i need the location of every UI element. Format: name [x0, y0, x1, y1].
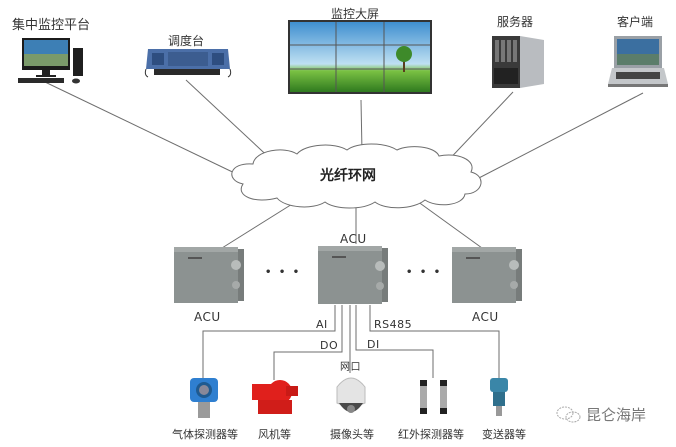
ir-detector-label: 红外探测器等 [398, 428, 464, 441]
acu-box-right [452, 247, 522, 303]
transmitter-icon [490, 378, 508, 416]
fiber-ring-label: 光纤环网 [320, 168, 376, 184]
acu-box-left [174, 247, 244, 303]
acu-label-right: ACU [472, 310, 499, 324]
wechat-logo-icon [556, 406, 581, 423]
camera-icon [336, 377, 366, 413]
desktop-computer-icon [18, 38, 83, 84]
dispatch-console-icon [144, 49, 232, 78]
ellipsis-right: • • • [406, 267, 443, 278]
dispatch-console-label: 调度台 [168, 34, 205, 48]
video-wall-icon [288, 20, 432, 94]
laptop-icon [608, 36, 668, 87]
fan-label: 风机等 [258, 428, 291, 441]
transmitter-label: 变送器等 [482, 428, 526, 441]
client-label: 客户端 [617, 15, 654, 29]
video-wall-label: 监控大屏 [331, 7, 380, 21]
watermark-text: 昆仑海岸 [586, 406, 647, 424]
camera-label: 摄像头等 [330, 428, 374, 441]
signal-ai-label: AI [316, 318, 328, 331]
signal-rs485-label: RS485 [374, 318, 413, 331]
acu-label-left: ACU [194, 310, 221, 324]
signal-do-label: DO [320, 339, 339, 352]
infrared-detector-icon [420, 380, 447, 414]
fire-pump-fan-icon [252, 380, 298, 414]
gas-detector-label: 气体探测器等 [172, 428, 238, 441]
server-label: 服务器 [497, 15, 534, 29]
server-icon [492, 36, 544, 88]
signal-di-label: DI [367, 338, 380, 351]
acu-label-center: ACU [340, 232, 367, 246]
ellipsis-left: • • • [265, 267, 302, 278]
network-port-label: 网口 [340, 362, 361, 373]
acu-box-center [318, 246, 388, 304]
gas-detector-icon [190, 378, 218, 418]
central-monitoring-label: 集中监控平台 [12, 18, 91, 33]
fiber-ring-cloud [231, 143, 482, 209]
